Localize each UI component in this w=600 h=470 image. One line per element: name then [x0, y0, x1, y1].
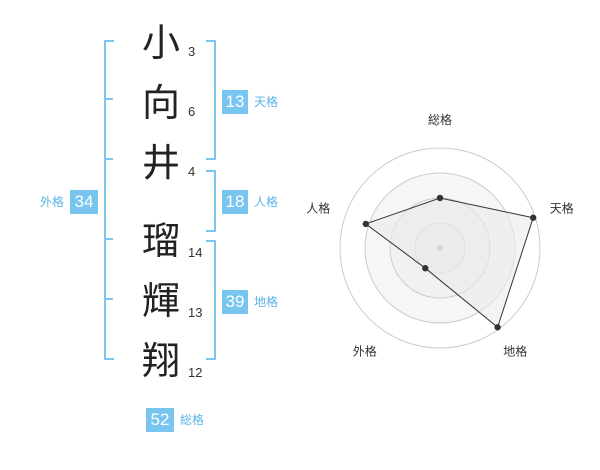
tenkaku-value: 13	[222, 90, 248, 114]
name-char-1: 小	[141, 21, 180, 65]
name-char-2: 向	[141, 81, 180, 125]
bracket-tick	[106, 158, 113, 160]
stroke-count-4: 14	[188, 245, 203, 260]
gaikaku-label: 外格	[40, 195, 65, 209]
tenkaku-label: 天格	[254, 95, 279, 109]
radar-axis-label-4: 外格	[353, 344, 377, 359]
jinkaku-value: 18	[222, 190, 248, 214]
radar-points	[362, 194, 537, 331]
stroke-count-1: 3	[188, 44, 196, 59]
radar-polygon	[364, 197, 534, 329]
stroke-count-6: 12	[188, 365, 203, 380]
stroke-count-5: 13	[188, 305, 203, 320]
chikaku-bracket	[206, 240, 216, 360]
soukaku-value: 52	[146, 408, 174, 432]
jinkaku-label: 人格	[254, 195, 279, 209]
gaikaku-bracket	[104, 40, 114, 360]
radar-axis-label-3: 地格	[503, 344, 527, 359]
radar-axis-label-5: 人格	[306, 200, 330, 215]
gaikaku-value: 34	[70, 190, 98, 214]
name-char-5: 輝	[141, 279, 180, 323]
radar-axis-label-2: 天格	[550, 200, 574, 215]
radar-axis-label-1: 総格	[428, 112, 452, 127]
stroke-count-2: 6	[188, 104, 196, 119]
name-char-4: 瑠	[141, 219, 180, 263]
radar-point-1	[436, 194, 444, 202]
bracket-tick	[106, 98, 113, 100]
stroke-count-3: 4	[188, 164, 196, 179]
radar-point-5	[362, 220, 370, 228]
radar-point-2	[530, 214, 537, 221]
tenkaku-bracket	[206, 40, 216, 160]
bracket-tick	[106, 238, 113, 240]
radar-point-3	[494, 324, 501, 331]
soukaku-label: 総格	[180, 413, 205, 427]
name-char-6: 翔	[141, 339, 180, 383]
bracket-tick	[106, 298, 113, 300]
jinkaku-bracket	[206, 170, 216, 232]
chikaku-label: 地格	[254, 295, 279, 309]
chikaku-value: 39	[222, 290, 248, 314]
name-char-3: 井	[141, 141, 180, 185]
radar-point-4	[422, 265, 429, 272]
